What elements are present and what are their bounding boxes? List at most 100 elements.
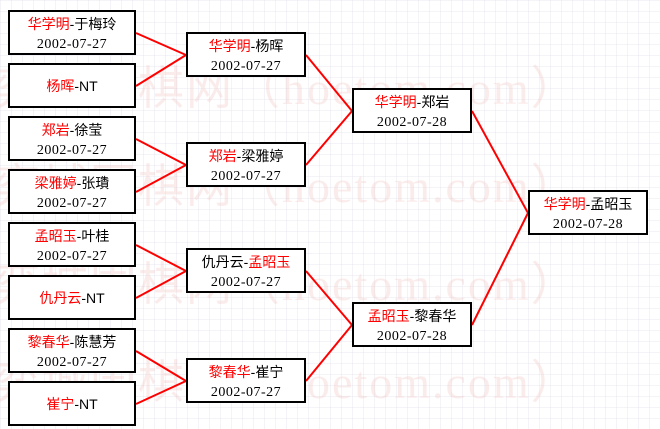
match-box-r1m8[interactable]: 崔宁-NT [8, 381, 136, 426]
match-box-r1m4[interactable]: 梁雅婷-张璳 2002-07-27 [8, 169, 136, 214]
player-left-winner: 崔宁 [46, 396, 75, 412]
match-date: 2002-07-27 [36, 143, 108, 158]
match-players: 梁雅婷-张璳 [10, 173, 134, 194]
match-players: 孟昭玉-叶桂 [10, 226, 134, 247]
player-separator: - [81, 290, 86, 306]
player-left-winner: 杨晖 [46, 78, 75, 94]
match-players: 华学明-郑岩 [354, 92, 470, 113]
player-separator: - [69, 334, 75, 350]
player-right: 陈慧芳 [74, 334, 117, 350]
player-right: 孟昭玉 [590, 196, 633, 212]
player-separator: - [416, 94, 422, 110]
match-players: 郑岩-梁雅婷 [188, 146, 304, 167]
player-left-winner: 梁雅婷 [34, 175, 77, 191]
match-box-r1m2[interactable]: 杨晖-NT [8, 63, 136, 108]
match-box-r2m3[interactable]: 仇丹云-孟昭玉 2002-07-27 [186, 248, 306, 293]
player-separator: - [69, 16, 75, 32]
connector-line-r2m4-to-r3m2 [305, 324, 353, 382]
player-right: 梁雅婷 [241, 148, 284, 164]
player-separator: - [250, 38, 256, 54]
connector-line-r2m3-to-r3m2 [305, 270, 353, 326]
player-separator: - [243, 254, 249, 270]
connector-line-r1m2-to-r2m1 [135, 54, 187, 87]
connector-line-r3m2-to-r4m1 [471, 212, 529, 326]
player-separator: - [585, 196, 591, 212]
connector-line-r1m7-to-r2m4 [135, 350, 187, 382]
player-left-winner: 华学明 [208, 38, 251, 54]
match-date: 2002-07-27 [210, 385, 282, 400]
connector-line-r1m3-to-r2m2 [135, 138, 187, 166]
connector-line-r3m1-to-r4m1 [471, 110, 529, 214]
match-players: 黎春华-崔宁 [188, 362, 304, 383]
match-box-r1m1[interactable]: 华学明-于梅玲 2002-07-27 [8, 10, 136, 55]
connector-line-r1m4-to-r2m2 [135, 164, 187, 193]
player-right: 叶桂 [81, 228, 110, 244]
match-box-r1m6[interactable]: 仇丹云-NT [8, 275, 136, 320]
player-left-winner: 黎春华 [27, 334, 70, 350]
player-left-winner: 仇丹云 [39, 290, 82, 306]
match-date: 2002-07-28 [376, 329, 448, 344]
match-box-r1m3[interactable]: 郑岩-徐莹 2002-07-27 [8, 116, 136, 161]
player-separator: - [409, 308, 415, 324]
player-right: 于梅玲 [74, 16, 117, 32]
match-players: 郑岩-徐莹 [10, 120, 134, 141]
match-players: 华学明-于梅玲 [10, 14, 134, 35]
match-box-r4m1[interactable]: 华学明-孟昭玉 2002-07-28 [528, 190, 648, 235]
match-date: 2002-07-27 [36, 37, 108, 52]
match-box-r1m5[interactable]: 孟昭玉-叶桂 2002-07-27 [8, 222, 136, 267]
match-box-r2m4[interactable]: 黎春华-崔宁 2002-07-27 [186, 358, 306, 403]
player-left-winner: 郑岩 [208, 148, 237, 164]
player-right: 黎春华 [414, 308, 457, 324]
match-players: 华学明-杨晖 [188, 36, 304, 57]
player-left-winner: 孟昭玉 [34, 228, 77, 244]
match-date: 2002-07-27 [36, 196, 108, 211]
player-separator: - [236, 148, 242, 164]
match-players: 仇丹云-NT [10, 288, 134, 309]
connector-line-r1m6-to-r2m3 [135, 270, 187, 299]
match-date: 2002-07-27 [210, 169, 282, 184]
match-box-r2m1[interactable]: 华学明-杨晖 2002-07-27 [186, 32, 306, 77]
match-date: 2002-07-28 [552, 217, 624, 232]
match-players: 仇丹云-孟昭玉 [188, 252, 304, 273]
match-box-r3m2[interactable]: 孟昭玉-黎春华 2002-07-28 [352, 302, 472, 347]
match-date: 2002-07-27 [36, 249, 108, 264]
match-players: 杨晖-NT [10, 76, 134, 97]
match-box-r3m1[interactable]: 华学明-郑岩 2002-07-28 [352, 88, 472, 133]
match-players: 华学明-孟昭玉 [530, 194, 646, 215]
player-separator: - [250, 364, 256, 380]
player-left-winner: 黎春华 [208, 364, 251, 380]
player-left-winner: 孟昭玉 [367, 308, 410, 324]
player-right: 崔宁 [255, 364, 284, 380]
connector-line-r1m1-to-r2m1 [135, 32, 187, 56]
player-right: NT [86, 290, 105, 306]
player-separator: - [74, 78, 79, 94]
match-box-r1m7[interactable]: 黎春华-陈慧芳 2002-07-27 [8, 328, 136, 373]
player-separator: - [76, 175, 82, 191]
match-players: 崔宁-NT [10, 394, 134, 415]
player-right: 徐莹 [74, 122, 103, 138]
player-left-winner: 华学明 [543, 196, 586, 212]
player-right-winner: 孟昭玉 [248, 254, 291, 270]
match-players: 黎春华-陈慧芳 [10, 332, 134, 353]
player-left-winner: 华学明 [374, 94, 417, 110]
player-separator: - [74, 396, 79, 412]
match-box-r2m2[interactable]: 郑岩-梁雅婷 2002-07-27 [186, 142, 306, 187]
match-date: 2002-07-27 [210, 59, 282, 74]
player-right: 郑岩 [421, 94, 450, 110]
match-date: 2002-07-28 [376, 115, 448, 130]
connector-line-r1m8-to-r2m4 [135, 380, 187, 405]
connector-line-r2m2-to-r3m1 [305, 110, 353, 166]
player-right: NT [79, 78, 98, 94]
player-left-winner: 郑岩 [41, 122, 70, 138]
match-date: 2002-07-27 [210, 275, 282, 290]
match-players: 孟昭玉-黎春华 [354, 306, 470, 327]
connector-line-r2m1-to-r3m1 [305, 54, 353, 112]
player-separator: - [76, 228, 82, 244]
match-date: 2002-07-27 [36, 355, 108, 370]
player-separator: - [69, 122, 75, 138]
player-right: NT [79, 396, 98, 412]
player-right: 杨晖 [255, 38, 284, 54]
player-left: 仇丹云 [201, 254, 244, 270]
connector-line-r1m5-to-r2m3 [135, 244, 187, 272]
